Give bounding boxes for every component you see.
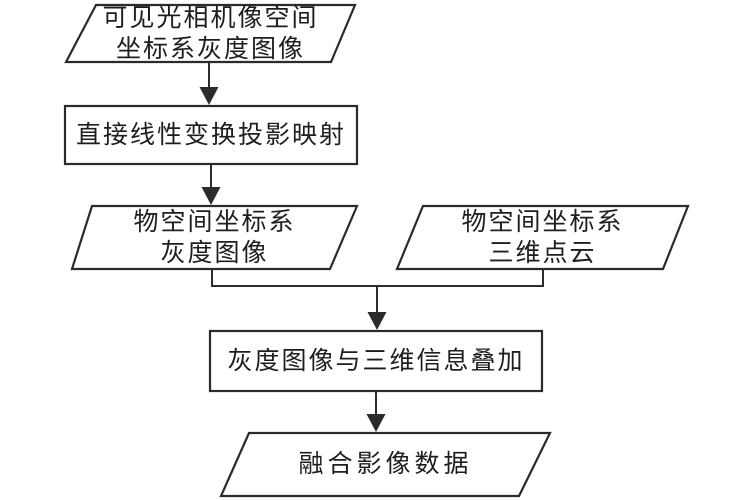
arrowhead-merge-to-overlay (367, 312, 387, 330)
edge-merge-connector (211, 269, 544, 287)
parallelogram-camera-image (64, 3, 357, 64)
rectangle-dlt-projection (63, 104, 359, 166)
rectangle-overlay (208, 329, 544, 393)
parallelogram-object-cloud (395, 204, 690, 271)
arrowhead-camera-to-dlt (199, 87, 219, 105)
arrowhead-dlt-to-object-gray (201, 187, 221, 205)
parallelogram-fused-data (219, 431, 552, 498)
arrowhead-overlay-to-fused (366, 414, 386, 432)
parallelogram-object-gray (70, 204, 359, 271)
